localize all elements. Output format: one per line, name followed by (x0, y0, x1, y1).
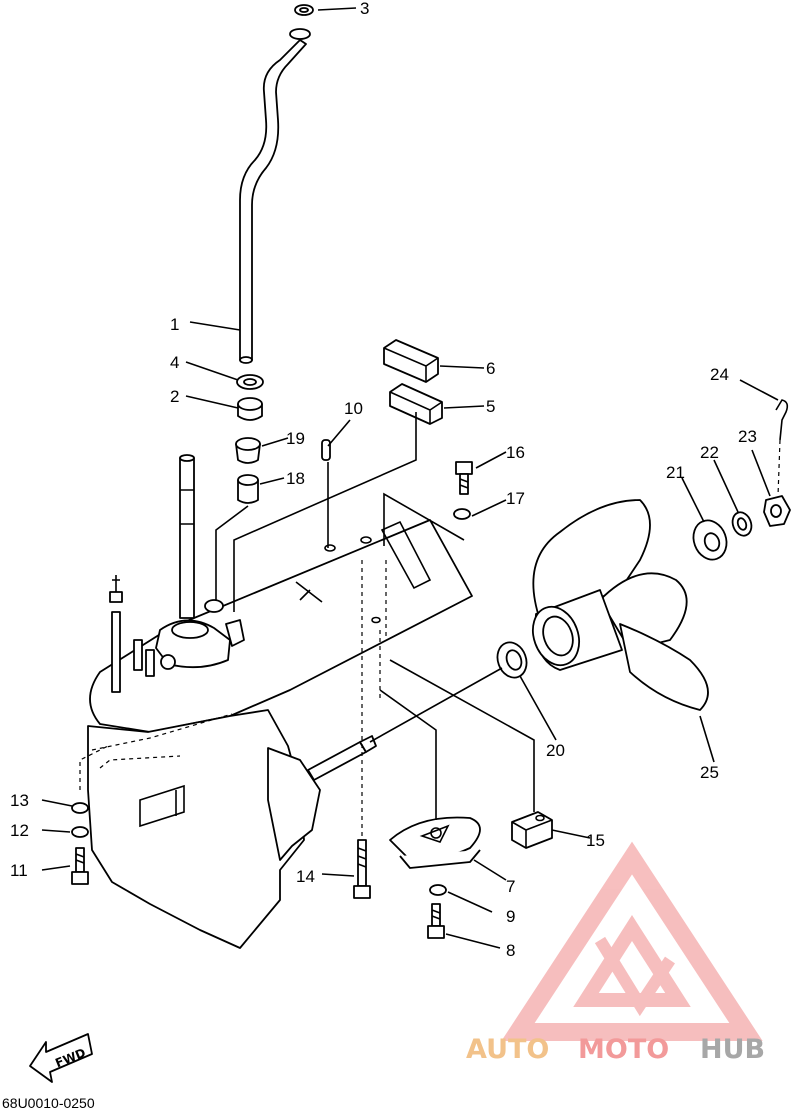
bushing-part (237, 397, 263, 421)
callout-18: 18 (286, 469, 305, 488)
callout-8: 8 (506, 941, 515, 960)
callout-22: 22 (700, 443, 719, 462)
watermark-logo-mark (501, 841, 763, 1041)
callout-12: 12 (10, 821, 29, 840)
callout-11: 11 (10, 861, 28, 880)
rubber-seal-part (235, 437, 261, 464)
watermark-hub: HUB (700, 1034, 765, 1065)
water-tube-part (239, 28, 311, 364)
callout-23: 23 (738, 427, 757, 446)
assembly-guide-lines (79, 560, 387, 840)
callout-13: 13 (10, 791, 29, 810)
watermark-text: AUTO MOTO HUB (466, 1034, 765, 1065)
bolt-14-part (353, 839, 371, 899)
bolt-16-part (455, 461, 473, 495)
callout-9: 9 (506, 907, 515, 926)
cotter-pin-part (775, 399, 789, 497)
collar-part (237, 474, 259, 504)
rubber-pad-lower-part (389, 383, 443, 425)
watermark-auto: AUTO (466, 1034, 549, 1065)
washer-17-part (453, 508, 471, 520)
callout-15: 15 (586, 831, 605, 850)
callout-20: 20 (546, 741, 565, 760)
callout-3: 3 (360, 0, 369, 18)
callout-2: 2 (170, 387, 179, 406)
forward-direction-arrow-icon: FWD (29, 1033, 93, 1083)
lower-case-body (87, 454, 473, 949)
callout-19: 19 (286, 429, 305, 448)
washer-9-part (429, 884, 447, 896)
callout-14: 14 (296, 867, 315, 886)
callout-5: 5 (486, 397, 495, 416)
callout-4: 4 (170, 353, 179, 372)
grommet-part (294, 4, 314, 16)
washer-13-part (71, 802, 89, 814)
anode-part (511, 811, 553, 849)
washer-12-part (71, 826, 89, 838)
leader-lines (41, 7, 779, 949)
spacer-part (692, 519, 728, 561)
watermark-moto: MOTO (578, 1034, 669, 1065)
callout-24: 24 (710, 365, 729, 384)
callout-21: 21 (666, 463, 685, 482)
callout-25: 25 (700, 763, 719, 782)
callout-6: 6 (486, 359, 495, 378)
bolt-8-part (427, 903, 445, 939)
callout-16: 16 (506, 443, 525, 462)
propeller-part (532, 499, 709, 711)
callout-7: 7 (506, 877, 515, 896)
diagram-code: 68U0010-0250 (2, 1095, 95, 1111)
bolt-11-part (71, 847, 89, 885)
seal-part (236, 374, 264, 390)
thrust-washer-part (496, 641, 528, 679)
washer-22-part (731, 511, 753, 537)
callout-labels: 1 2 3 4 5 6 7 8 9 10 11 12 13 14 15 16 1… (10, 0, 757, 960)
propeller-nut-part (763, 495, 791, 527)
callout-1: 1 (170, 315, 179, 334)
rubber-pad-upper-part (383, 339, 439, 383)
dowel-pin-part (321, 439, 331, 461)
trim-tab-anode-part (389, 816, 481, 869)
callout-17: 17 (506, 489, 525, 508)
callout-10: 10 (344, 399, 363, 418)
